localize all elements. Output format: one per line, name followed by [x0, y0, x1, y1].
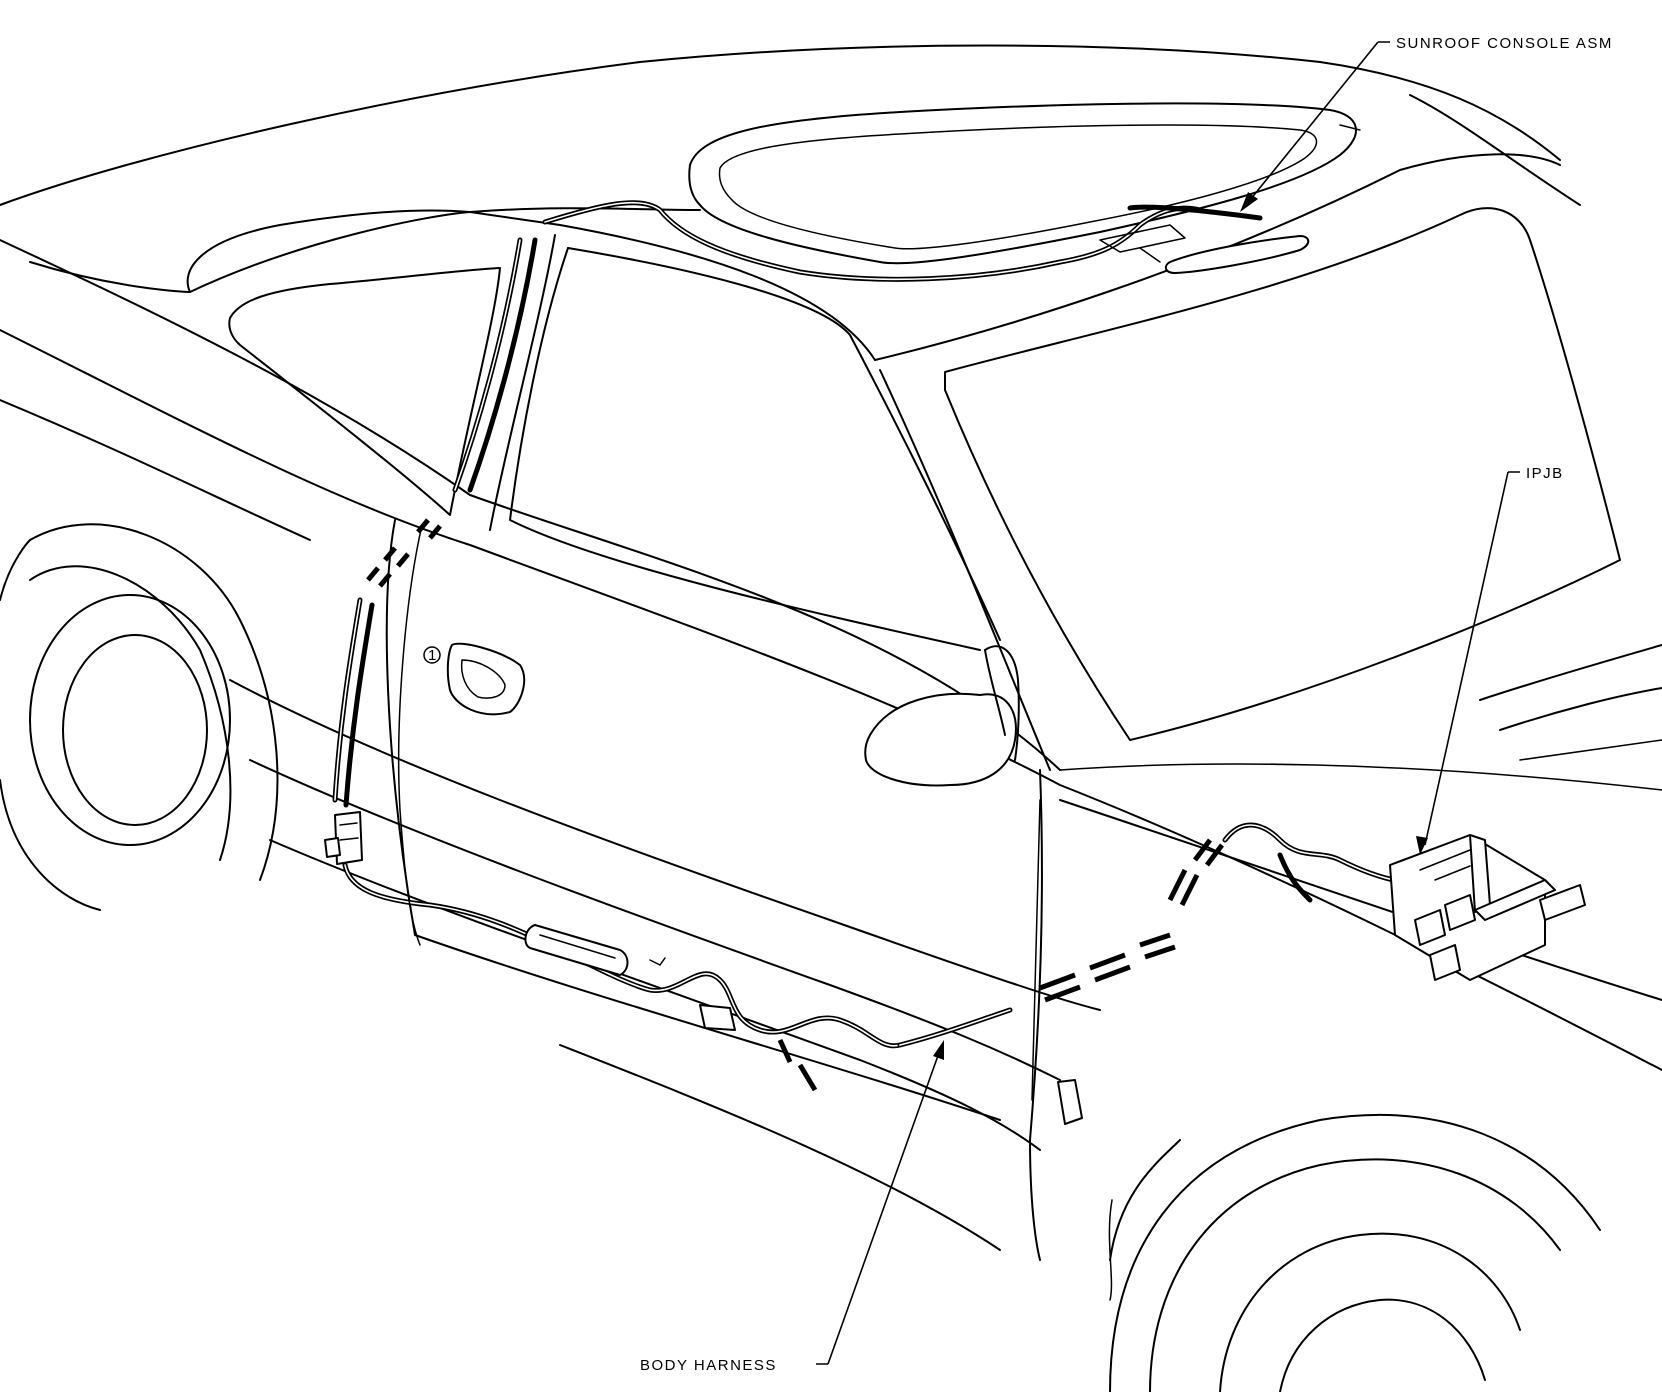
- connector-ref-label: 1: [428, 647, 438, 664]
- sunroof-console-label: SUNROOF CONSOLE ASM: [1396, 35, 1613, 52]
- ipjb-label: IPJB: [1526, 465, 1564, 482]
- sunroof-console-part: [1164, 235, 1310, 274]
- sill-clip-part: [524, 924, 629, 976]
- harness-wires: [324, 200, 1408, 1101]
- car-body: 1: [0, 44, 1662, 1392]
- callout-leaders: [816, 41, 1520, 1365]
- body-harness-label: BODY HARNESS: [640, 1357, 777, 1374]
- ipjb-part: [1389, 834, 1586, 981]
